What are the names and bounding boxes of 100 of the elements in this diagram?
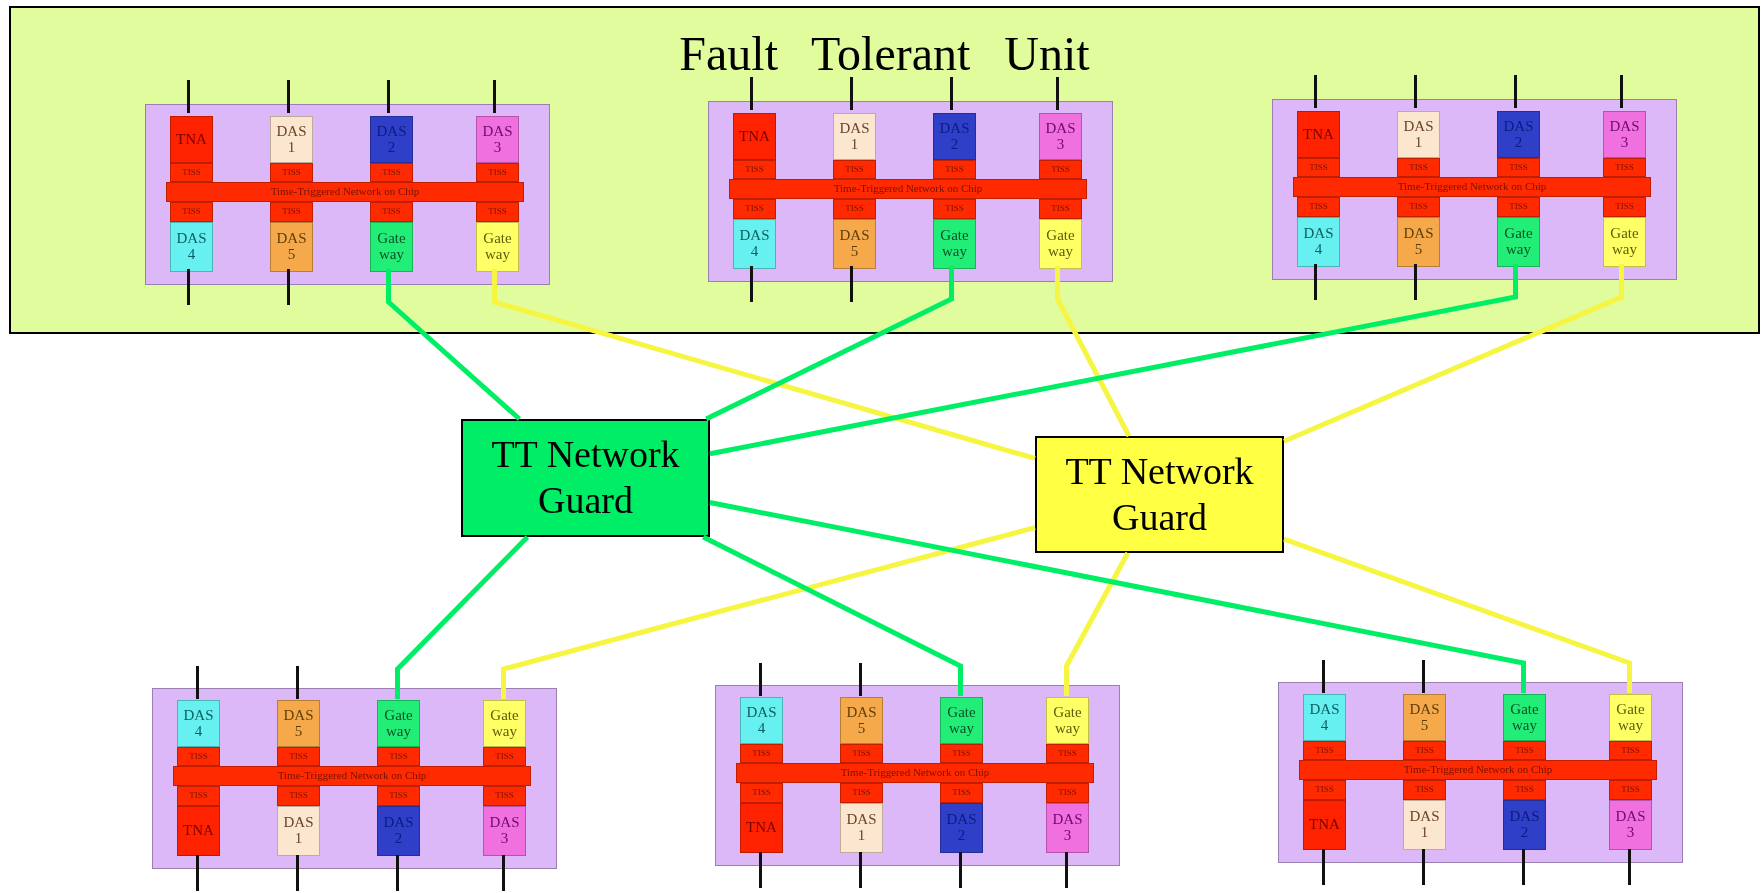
- das-block: DAS 4: [733, 219, 776, 269]
- tiss-block: TISS: [1603, 158, 1646, 177]
- das-block: DAS 4: [1297, 217, 1340, 267]
- das-block: DAS 2: [370, 116, 413, 163]
- tiss-block: TISS: [1303, 741, 1346, 760]
- das-block: DAS 2: [377, 806, 420, 856]
- network-bus-bar: Time-Triggered Network on Chip: [1299, 760, 1657, 780]
- network-bus-bar: Time-Triggered Network on Chip: [736, 763, 1094, 783]
- gateway-block: Gate way: [377, 700, 420, 747]
- gateway-block: Gate way: [476, 222, 519, 272]
- tiss-block: TISS: [1303, 780, 1346, 800]
- connection-line: [386, 269, 522, 421]
- tiss-block: TISS: [940, 744, 983, 763]
- das-block: DAS 3: [1609, 800, 1652, 850]
- tiss-block: TISS: [833, 199, 876, 219]
- tiss-block: TISS: [277, 747, 320, 766]
- das-block: DAS 2: [1497, 111, 1540, 158]
- tiss-block: TISS: [1046, 783, 1089, 803]
- connection-line: [1283, 536, 1632, 693]
- gateway-block: Gate way: [1603, 217, 1646, 267]
- tiss-block: TISS: [370, 163, 413, 182]
- das-block: DAS 1: [1403, 800, 1446, 850]
- tiss-block: TISS: [277, 786, 320, 806]
- gateway-block: Gate way: [1497, 217, 1540, 267]
- tiss-block: TISS: [476, 163, 519, 182]
- gateway-block: Gate way: [1039, 219, 1082, 269]
- gateway-block: Gate way: [1046, 697, 1089, 744]
- chip-board: [1272, 99, 1677, 280]
- tiss-block: TISS: [933, 199, 976, 219]
- tiss-block: TISS: [740, 744, 783, 763]
- connection-line: [1055, 266, 1132, 438]
- tiss-block: TISS: [933, 160, 976, 179]
- tiss-block: TISS: [377, 747, 420, 766]
- das-block: DAS 3: [483, 806, 526, 856]
- connection-line: [709, 500, 1526, 693]
- das-block: DAS 1: [833, 113, 876, 160]
- das-block: DAS 4: [740, 697, 783, 744]
- unit-band: [9, 6, 1760, 334]
- tiss-block: TISS: [840, 783, 883, 803]
- gateway-block: Gate way: [483, 700, 526, 747]
- tna-block: TNA: [733, 113, 776, 160]
- gateway-block: Gate way: [1609, 694, 1652, 741]
- connection-line: [709, 264, 1518, 457]
- das-block: DAS 5: [833, 219, 876, 269]
- das-block: DAS 2: [940, 803, 983, 853]
- connection-line: [492, 269, 1036, 461]
- tiss-block: TISS: [1403, 780, 1446, 800]
- tiss-block: TISS: [840, 744, 883, 763]
- das-block: DAS 4: [170, 222, 213, 272]
- das-block: DAS 3: [1039, 113, 1082, 160]
- das-block: DAS 5: [270, 222, 313, 272]
- das-block: DAS 3: [1603, 111, 1646, 158]
- tna-block: TNA: [1303, 800, 1346, 850]
- tiss-block: TISS: [1497, 158, 1540, 177]
- tiss-block: TISS: [1297, 197, 1340, 217]
- das-block: DAS 1: [840, 803, 883, 853]
- das-block: DAS 5: [1397, 217, 1440, 267]
- connection-line: [705, 266, 954, 422]
- chip-board: [152, 688, 557, 869]
- gateway-block: Gate way: [933, 219, 976, 269]
- guard-box: TT Network Guard: [461, 419, 710, 537]
- gateway-block: Gate way: [370, 222, 413, 272]
- tiss-block: TISS: [476, 202, 519, 222]
- network-bus-bar: Time-Triggered Network on Chip: [166, 182, 524, 202]
- das-block: DAS 5: [1403, 694, 1446, 741]
- tna-block: TNA: [177, 806, 220, 856]
- das-block: DAS 1: [277, 806, 320, 856]
- tna-block: TNA: [170, 116, 213, 163]
- connection-line: [395, 535, 530, 699]
- gateway-block: Gate way: [940, 697, 983, 744]
- unit-title: Fault Tolerant Unit: [678, 26, 1091, 81]
- tiss-block: TISS: [1039, 160, 1082, 179]
- das-block: DAS 3: [1046, 803, 1089, 853]
- gateway-block: Gate way: [1503, 694, 1546, 741]
- das-block: DAS 5: [277, 700, 320, 747]
- tiss-block: TISS: [740, 783, 783, 803]
- das-block: DAS 1: [270, 116, 313, 163]
- tiss-block: TISS: [1046, 744, 1089, 763]
- network-bus-bar: Time-Triggered Network on Chip: [173, 766, 531, 786]
- tiss-block: TISS: [177, 786, 220, 806]
- tiss-block: TISS: [170, 202, 213, 222]
- tna-block: TNA: [1297, 111, 1340, 158]
- tiss-block: TISS: [833, 160, 876, 179]
- das-block: DAS 3: [476, 116, 519, 163]
- tiss-block: TISS: [940, 783, 983, 803]
- tiss-block: TISS: [733, 199, 776, 219]
- tiss-block: TISS: [1297, 158, 1340, 177]
- tiss-block: TISS: [1503, 741, 1546, 760]
- tiss-block: TISS: [270, 202, 313, 222]
- tiss-block: TISS: [1609, 741, 1652, 760]
- das-block: DAS 5: [840, 697, 883, 744]
- tiss-block: TISS: [177, 747, 220, 766]
- tiss-block: TISS: [377, 786, 420, 806]
- guard-box: TT Network Guard: [1035, 436, 1284, 553]
- connection-line: [501, 525, 1036, 699]
- tiss-block: TISS: [733, 160, 776, 179]
- tiss-block: TISS: [483, 786, 526, 806]
- tiss-block: TISS: [1397, 197, 1440, 217]
- das-block: DAS 2: [1503, 800, 1546, 850]
- das-block: DAS 4: [177, 700, 220, 747]
